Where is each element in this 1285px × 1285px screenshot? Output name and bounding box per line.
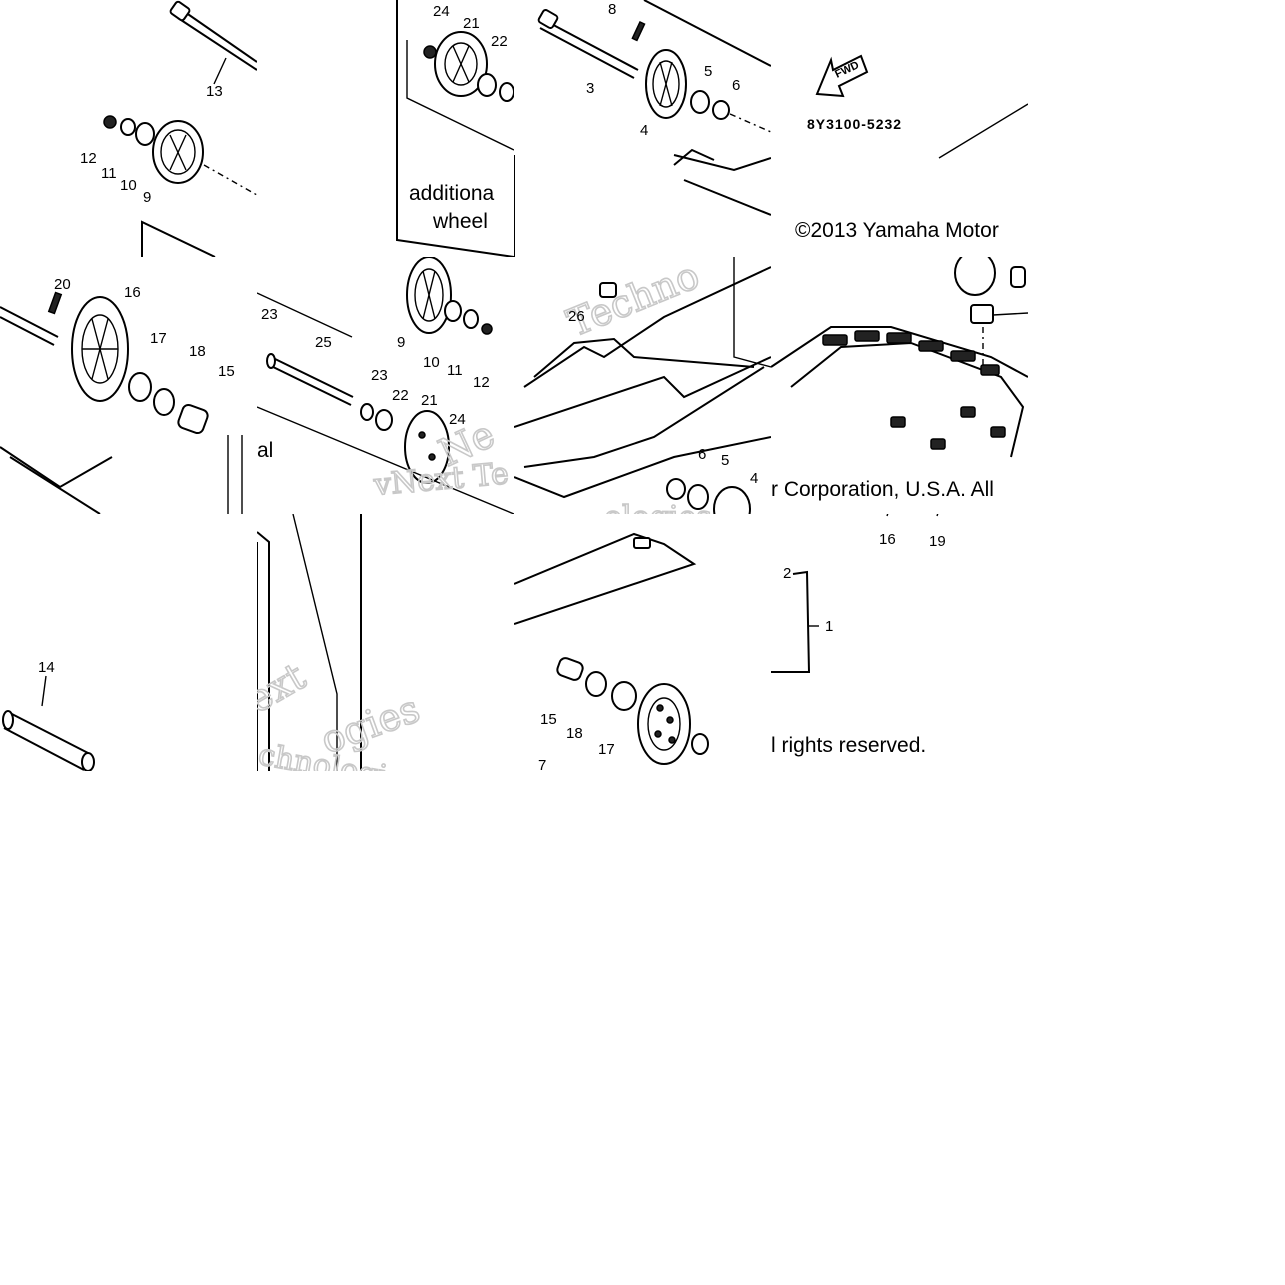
caption-wheel: wheel <box>433 210 488 233</box>
label-11b: 11 <box>447 362 463 379</box>
label-20: 20 <box>54 276 71 293</box>
label-9: 9 <box>143 189 151 206</box>
tile-r2c3: 2 1 16 19 l rights reserved. <box>771 514 1028 771</box>
label-2: 2 <box>783 565 791 582</box>
label-17: 17 <box>150 330 167 347</box>
label-25: 25 <box>315 334 332 351</box>
additional-wheel-box: 24 21 22 <box>396 0 514 257</box>
label-5: 5 <box>704 63 712 80</box>
label-22-top: 22 <box>491 33 508 50</box>
shaft-3-drawing: 8 3 5 6 4 <box>514 0 771 257</box>
tile-r1c0: 20 16 17 18 15 <box>0 257 257 514</box>
label-24: 24 <box>449 411 466 428</box>
tile-r0c3: FWD 8Y3100-5232 ©2013 Yamaha Motor <box>771 0 1028 257</box>
tile-r2c0: 14 <box>0 514 257 771</box>
frame-bracket-drawing: ext ogies chnologies <box>257 514 426 771</box>
label-7: 7 <box>538 757 546 771</box>
wheel-16-drawing: 20 16 17 18 15 <box>0 276 243 514</box>
label-10b: 10 <box>423 354 440 371</box>
diagram-code: 8Y3100-5232 <box>807 116 903 132</box>
label-12: 12 <box>80 150 97 167</box>
label-11: 11 <box>101 165 117 182</box>
shaft-14-drawing: 14 <box>2 659 95 771</box>
label-4b: 4 <box>750 470 758 487</box>
caption-al: al <box>257 439 274 462</box>
tile-r1c3: r Corporation, U.S.A. All <box>771 257 1028 514</box>
label-26: 26 <box>568 308 585 325</box>
tile-r2c2: 15 18 17 7 <box>514 514 771 771</box>
label-1: 1 <box>825 618 833 635</box>
label-16: 16 <box>124 284 141 301</box>
copyright-line-2: r Corporation, U.S.A. All <box>771 478 994 501</box>
axle-25-drawing: 23 25 23 22 21 24 9 10 11 12 <box>257 257 514 514</box>
label-14: 14 <box>38 659 55 676</box>
label-24-top: 24 <box>433 3 450 20</box>
tile-r1c2: Techno 26 6 5 4 ologies <box>514 257 771 514</box>
label-19: 19 <box>929 533 946 550</box>
label-16b: 16 <box>879 531 896 548</box>
slide-rail-drawing: Techno 26 6 5 4 ologies <box>514 257 771 514</box>
label-9b: 9 <box>397 334 405 351</box>
label-6b: 6 <box>698 446 706 463</box>
fwd-arrow-drawing: FWD <box>815 54 1028 159</box>
label-17b: 17 <box>598 741 615 758</box>
label-23b: 23 <box>371 367 388 384</box>
watermark-techno: Techno <box>561 257 705 345</box>
label-23a: 23 <box>261 306 278 323</box>
copyright-line-3: l rights reserved. <box>771 734 927 757</box>
tile-r0c1-drawing: 24 21 22 additiona wheel <box>257 0 514 257</box>
label-21: 21 <box>421 392 438 409</box>
tile-r0c0: 13 12 11 10 9 <box>0 0 257 257</box>
label-21-top: 21 <box>463 15 480 32</box>
shaft-13-drawing: 13 12 11 10 9 <box>80 0 257 257</box>
caption-additional: additiona <box>409 182 495 205</box>
assembly-bracket-drawing: 2 1 16 19 <box>771 514 946 673</box>
label-6: 6 <box>732 77 740 94</box>
fwd-arrow-icon <box>815 54 869 98</box>
label-10: 10 <box>120 177 137 194</box>
watermark-ologies: ologies <box>604 500 712 514</box>
label-15: 15 <box>218 363 235 380</box>
label-4: 4 <box>640 122 648 139</box>
tile-r2c1: ext ogies chnologies <box>257 514 514 771</box>
track-lugs <box>822 330 1006 450</box>
tile-r1c1: 23 25 23 22 21 24 9 10 11 12 <box>257 257 514 514</box>
tile-r0c2: 8 3 5 6 4 <box>514 0 771 257</box>
copyright-line-1: ©2013 Yamaha Motor <box>795 219 999 242</box>
label-3: 3 <box>586 80 594 97</box>
label-8: 8 <box>608 1 616 18</box>
label-13: 13 <box>206 83 223 100</box>
label-5b: 5 <box>721 452 729 469</box>
watermark-ext: ext <box>257 654 313 722</box>
label-12b: 12 <box>473 374 490 391</box>
label-18b: 18 <box>566 725 583 742</box>
rear-wheel-drawing: 15 18 17 7 <box>514 532 709 771</box>
track-drawing <box>771 257 1028 458</box>
label-15b: 15 <box>540 711 557 728</box>
label-22: 22 <box>392 387 409 404</box>
label-18: 18 <box>189 343 206 360</box>
